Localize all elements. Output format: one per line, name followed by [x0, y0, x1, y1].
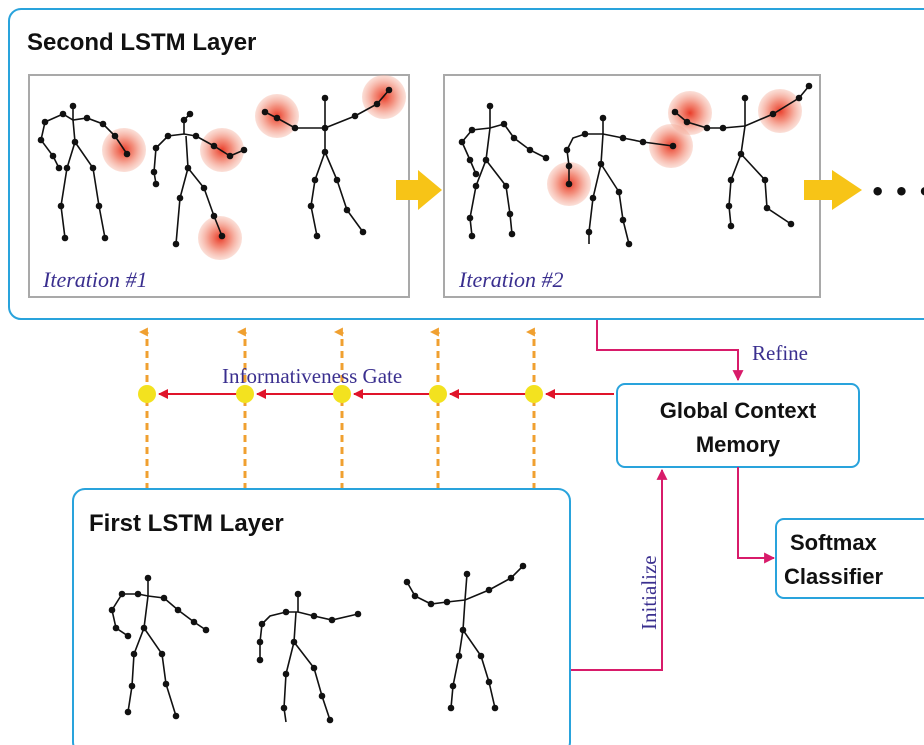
softmax-classifier-box [775, 518, 924, 599]
iteration-arrow [396, 170, 442, 210]
iteration-1-label: Iteration #1 [42, 267, 148, 292]
highlight-glow [758, 89, 802, 133]
skeleton-figure [256, 590, 362, 724]
iteration-arrow [804, 170, 862, 210]
gate-nodes [138, 385, 543, 403]
softmax-title-line1: Softmax [790, 530, 878, 555]
initialize-label: Initialize [637, 555, 661, 630]
gate-arrows [138, 327, 536, 490]
skeleton-figure [37, 102, 131, 242]
informativeness-gate-label: Informativeness Gate [222, 364, 402, 388]
gate-node [333, 385, 351, 403]
iteration-2-label: Iteration #2 [458, 267, 564, 292]
iteration-1-panel [28, 74, 410, 298]
skeleton-figure [108, 574, 210, 720]
second-lstm-title: Second LSTM Layer [27, 29, 256, 56]
refine-label: Refine [752, 341, 808, 365]
skeleton-figure [671, 82, 813, 230]
skeleton-figure [261, 86, 393, 240]
gcm-title-line1: Global Context [660, 398, 817, 423]
highlight-glow [200, 128, 244, 172]
skeleton-figure [150, 110, 248, 248]
initialize-edge [571, 468, 668, 671]
gcm-title-line2: Memory [696, 432, 781, 457]
skeleton-figure [458, 102, 550, 240]
skeleton-figure [563, 114, 677, 248]
first-lstm-title: First LSTM Layer [89, 510, 284, 537]
refine-edge [596, 320, 744, 382]
gate-node [429, 385, 447, 403]
gate-node [138, 385, 156, 403]
classify-edge [737, 467, 776, 564]
continuation-ellipsis: • • • [870, 178, 924, 206]
gate-node [236, 385, 254, 403]
gate-node [525, 385, 543, 403]
softmax-title-line2: Classifier [784, 564, 883, 589]
skeleton-figure [403, 562, 527, 712]
highlight-glow [668, 91, 712, 135]
